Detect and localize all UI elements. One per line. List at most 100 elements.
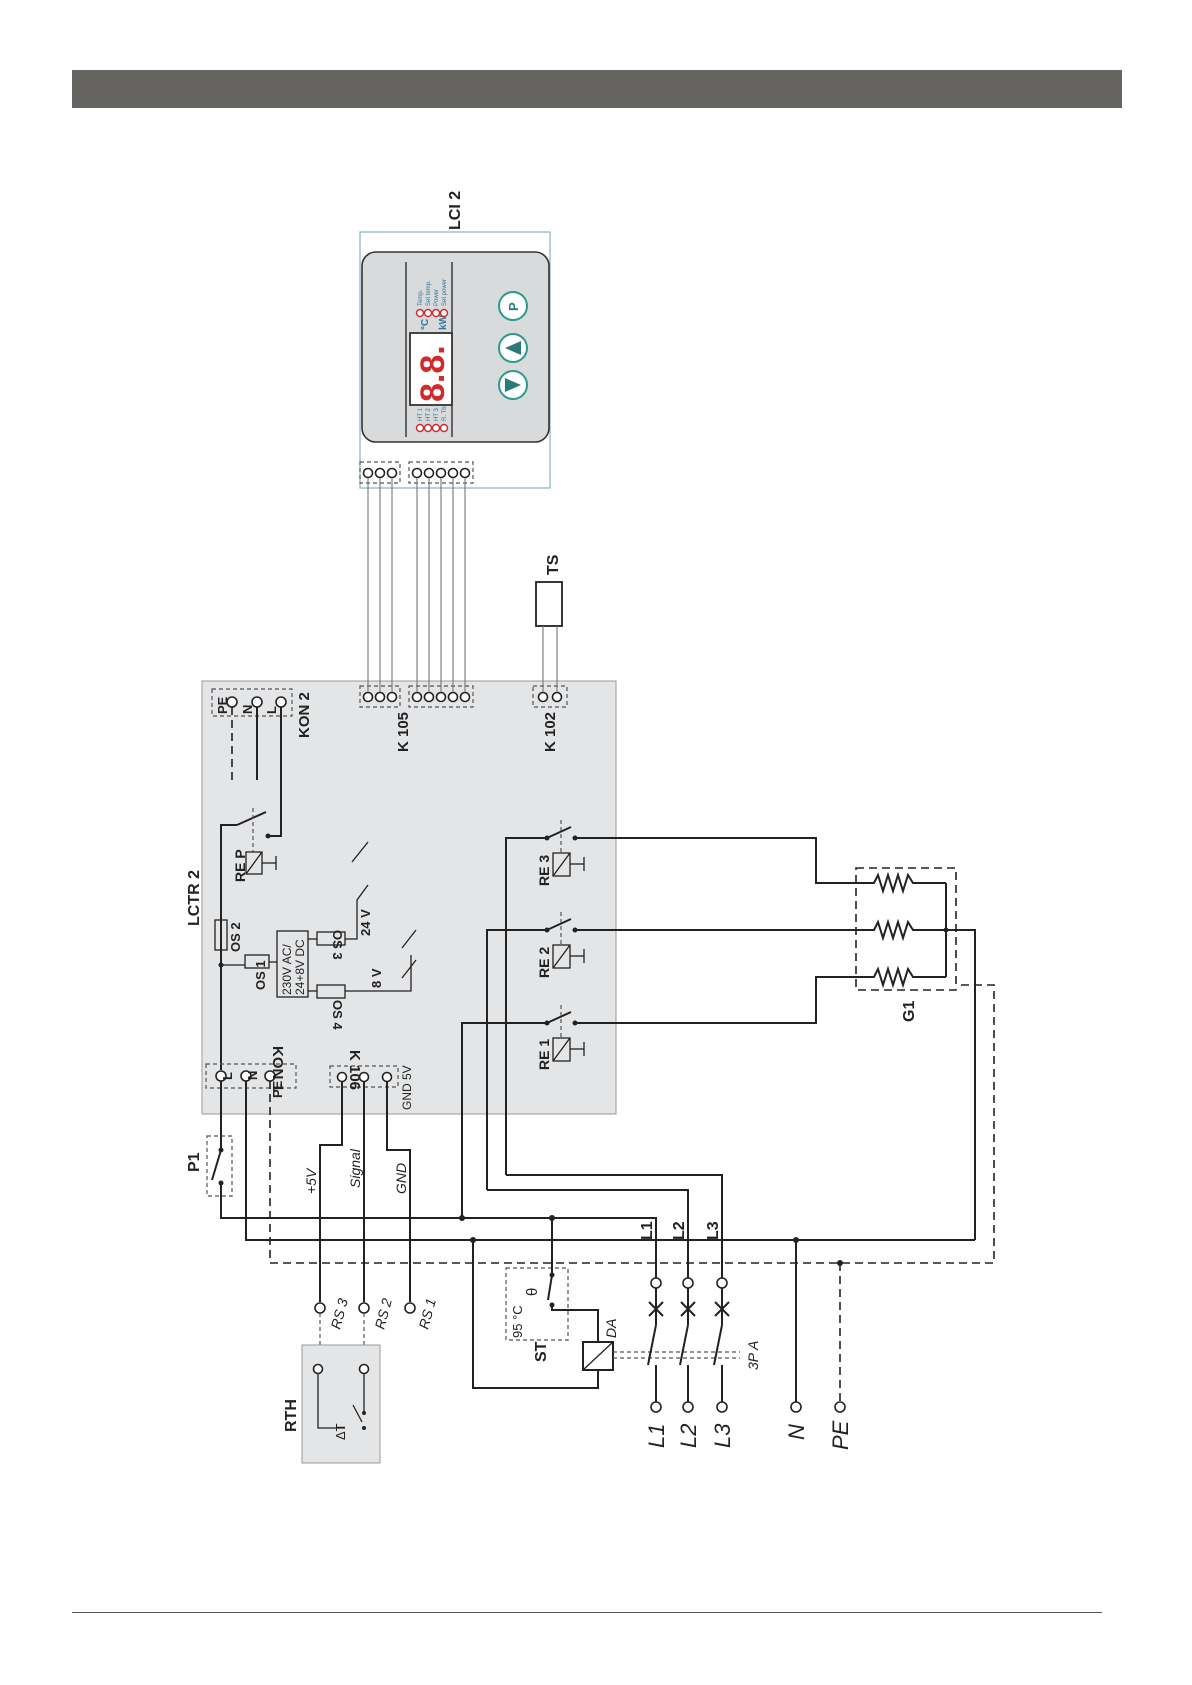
k105-pin (376, 693, 385, 702)
rth-contact-dot (362, 1411, 366, 1415)
k105-pin (413, 693, 422, 702)
g1-label: G1 (901, 1001, 918, 1022)
supply-label-l2: L2 (676, 1424, 701, 1448)
plus5v-wire (320, 1082, 342, 1302)
rs2-terminal (359, 1303, 369, 1313)
rs1-label: RS 1 (415, 1297, 439, 1331)
kon1-pin-n: N (245, 1071, 260, 1080)
st-contact-dot (550, 1273, 555, 1278)
main-switch-dot (219, 1148, 224, 1153)
supply-label-l1: L1 (644, 1424, 669, 1448)
da-label: DA (603, 1319, 619, 1338)
rth-contact-dot (362, 1426, 366, 1430)
rth-terminal (314, 1365, 323, 1374)
panel-connector-pin (437, 469, 446, 478)
panel-connector-pin (425, 469, 434, 478)
re2-label: RE 2 (536, 947, 552, 978)
k106-pin (383, 1073, 392, 1082)
main-switch-label: P1 (186, 1152, 203, 1172)
k106-pin (338, 1073, 347, 1082)
delta-t-label: ΔT (333, 1423, 348, 1440)
gnd-label: GND (393, 1163, 409, 1194)
da-coil-diag (583, 1342, 613, 1370)
k105-pin (461, 693, 470, 702)
contactor-pole-l3 (714, 1278, 729, 1412)
rs2-label: RS 2 (371, 1296, 395, 1330)
safety-temp-label: 95 °C (510, 1305, 525, 1338)
v8-label: 8 V (369, 968, 384, 988)
kon2-pin-l: L (264, 706, 279, 714)
transformer-line2: 24+8V DC (293, 939, 307, 995)
signal-label: Signal (347, 1148, 363, 1188)
indicator-power: Power (434, 289, 440, 306)
kon1-label: KON 1 (269, 1046, 286, 1092)
fuse-os2-label: OS 2 (228, 922, 243, 952)
rs1-terminal (405, 1303, 415, 1313)
room-thermostat-label: RTH (283, 1399, 300, 1432)
phase-label-l2: L2 (671, 1221, 688, 1240)
contactor-pole-l1 (648, 1278, 663, 1412)
kon2-pin-n: N (240, 705, 255, 714)
main-switch-enclosure (207, 1136, 232, 1196)
supply-label-n: N (784, 1424, 809, 1440)
re1-label: RE 1 (536, 1039, 552, 1070)
fuse-os4-label: OS 4 (330, 1000, 345, 1030)
fuse-os1-label: OS 1 (253, 960, 268, 990)
theta-label: θ (524, 1288, 541, 1296)
re3-to-g1-wire (575, 838, 866, 883)
l2-phase-wire (487, 1190, 688, 1278)
safety-thermostat-label: ST (533, 1341, 550, 1362)
k106-label: K 106 (346, 1050, 363, 1090)
rs3-label: RS 3 (327, 1296, 351, 1330)
v24-label: 24 V (358, 909, 373, 936)
down-button[interactable] (499, 371, 527, 399)
temp-sensor-label: TS (545, 554, 562, 575)
re3-label: RE 3 (536, 855, 552, 886)
pe-supply-terminal (835, 1402, 845, 1412)
k105-pin (437, 693, 446, 702)
gnd5v-label: GND 5V (400, 1065, 414, 1110)
controller-label: LCTR 2 (186, 870, 203, 926)
panel-connector-pin (388, 469, 397, 478)
k102-label: K 102 (542, 712, 559, 752)
rth-terminal (360, 1365, 369, 1374)
indicator-room-thermostat: R. Th. (442, 404, 448, 421)
up-button[interactable] (499, 334, 527, 362)
indicator-ht3: HT 3 (434, 407, 440, 421)
indicator-ht2: HT 2 (426, 407, 432, 421)
contactor-rating-label: 3P A (745, 1341, 761, 1370)
k102-pin (539, 693, 548, 702)
p-button-label: P (506, 302, 521, 311)
kon2-label: KON 2 (296, 692, 313, 738)
main-switch-contact (212, 1150, 221, 1180)
panel-connector-pin (413, 469, 422, 478)
indicator-set-temp: Set temp. (426, 280, 432, 306)
k105-pin (388, 693, 397, 702)
panel-connector-pin (461, 469, 470, 478)
st-contact (548, 1275, 552, 1300)
panel-connector-pin (376, 469, 385, 478)
k102-pin (553, 693, 562, 702)
fuse-os3-label: OS 3 (330, 930, 345, 960)
phase-label-l3: L3 (705, 1221, 722, 1240)
re1-to-g1-wire (575, 977, 866, 1023)
supply-label-l3: L3 (710, 1423, 735, 1448)
indicator-ht1: HT 1 (418, 407, 424, 421)
page-footer-rule (72, 1612, 1102, 1613)
rep-label: RE P (232, 849, 248, 882)
temp-sensor (536, 582, 562, 626)
rs3-terminal (315, 1303, 325, 1313)
segment-digits: 8.8. (414, 345, 452, 402)
kon2-terminal-l (276, 697, 286, 707)
unit-celsius: °C (420, 319, 431, 330)
indicator-set-power: Set power (442, 279, 448, 306)
k105-pin (364, 693, 373, 702)
k105-pin (449, 693, 458, 702)
p-button[interactable]: P (499, 292, 527, 320)
rep-contact-dot (266, 834, 271, 839)
room-thermostat (302, 1345, 380, 1463)
panel-ribbon-cable (368, 478, 465, 692)
g1-neutral-wire (946, 930, 975, 1240)
junction-dot (459, 1215, 465, 1221)
